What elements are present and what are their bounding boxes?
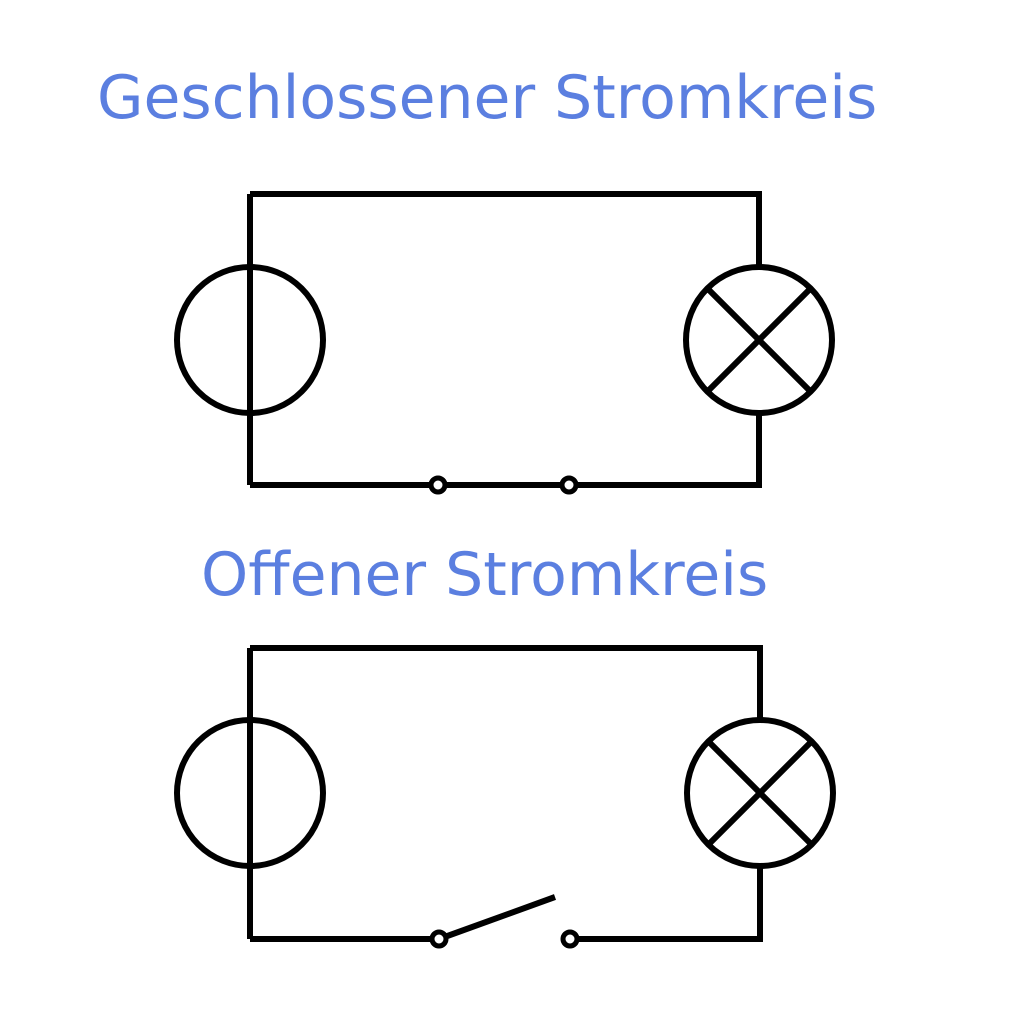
lamp-icon [683,264,835,416]
open-circuit-title: Offener Stromkreis [201,540,769,610]
wire-right-bottom [570,866,763,942]
open-circuit-diagram [174,645,836,949]
open-switch-icon [429,894,580,949]
wire-top [250,645,763,721]
lamp-icon [684,717,836,869]
voltage-source-icon [174,717,326,869]
voltage-source-icon [174,264,326,416]
closed-switch-icon [428,475,579,495]
wire-right-bottom [569,413,762,488]
closed-circuit-title: Geschlossener Stromkreis [97,63,878,133]
closed-circuit-diagram [174,191,835,495]
wire-top [250,191,762,267]
